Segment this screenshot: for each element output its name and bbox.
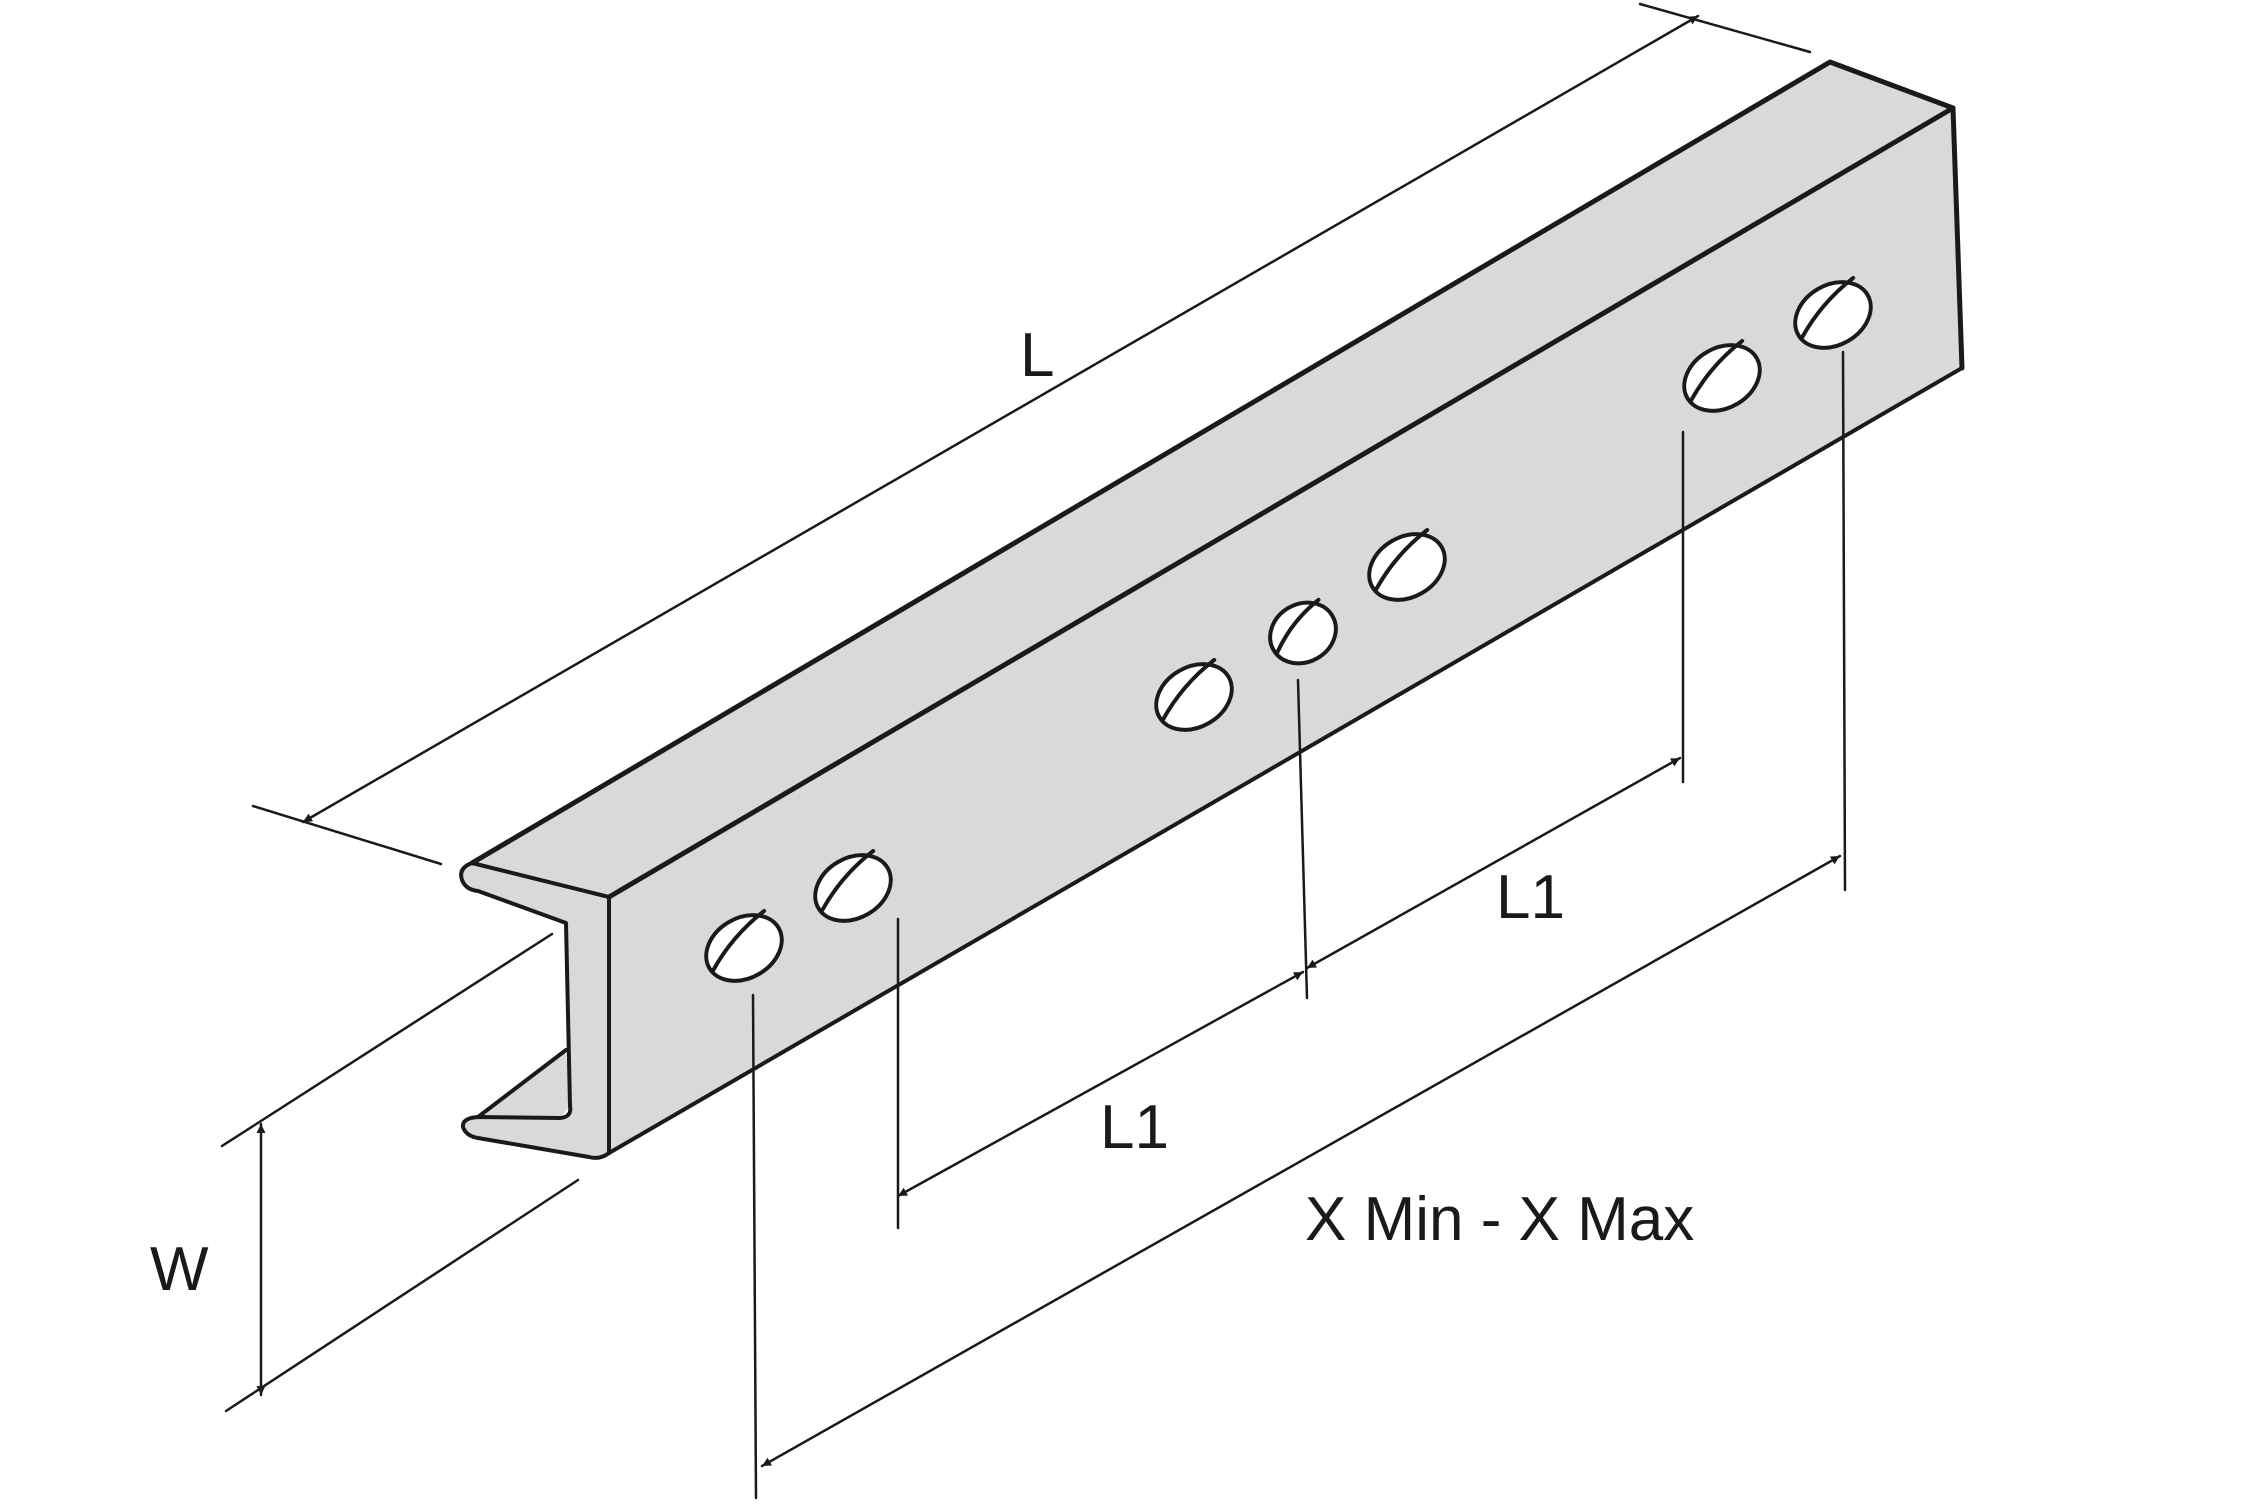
range-dimension-line (760, 854, 1842, 1468)
range-label: X Min - X Max (1305, 1185, 1694, 1254)
slotted-hole (1793, 275, 1873, 350)
lower-flange-edge (476, 1048, 568, 1119)
upper-l1-label: L1 (1496, 863, 1565, 932)
range-extension-right (1841, 350, 1847, 892)
width-dimension: W (150, 932, 580, 1413)
end-profile-outline (459, 861, 611, 1160)
upper-l1-dimension-line (1305, 756, 1682, 970)
lower-l1-label: L1 (1100, 1093, 1169, 1162)
length-extension-right (1638, 2, 1812, 54)
web-top-edge (606, 105, 1956, 900)
length-dimension-line (301, 14, 1700, 824)
length-dimension: L (251, 2, 1812, 866)
length-label: L (1020, 321, 1054, 390)
adjustment-range-dimension: X Min - X Max (751, 350, 1847, 1500)
length-extension-left (251, 804, 443, 866)
lower-l1-dimension-line (896, 970, 1305, 1198)
width-label: W (150, 1235, 209, 1304)
range-extension-left (751, 993, 758, 1500)
channel-body (459, 59, 1965, 1160)
width-extension-top (220, 932, 554, 1148)
slotted-hole-outline (1793, 280, 1873, 350)
slotted-hole-inner-edge (1800, 275, 1856, 340)
slotted-hole-inner-edge (711, 908, 767, 973)
channel-end-profile (461, 863, 609, 1158)
width-extension-bottom (224, 1178, 580, 1413)
